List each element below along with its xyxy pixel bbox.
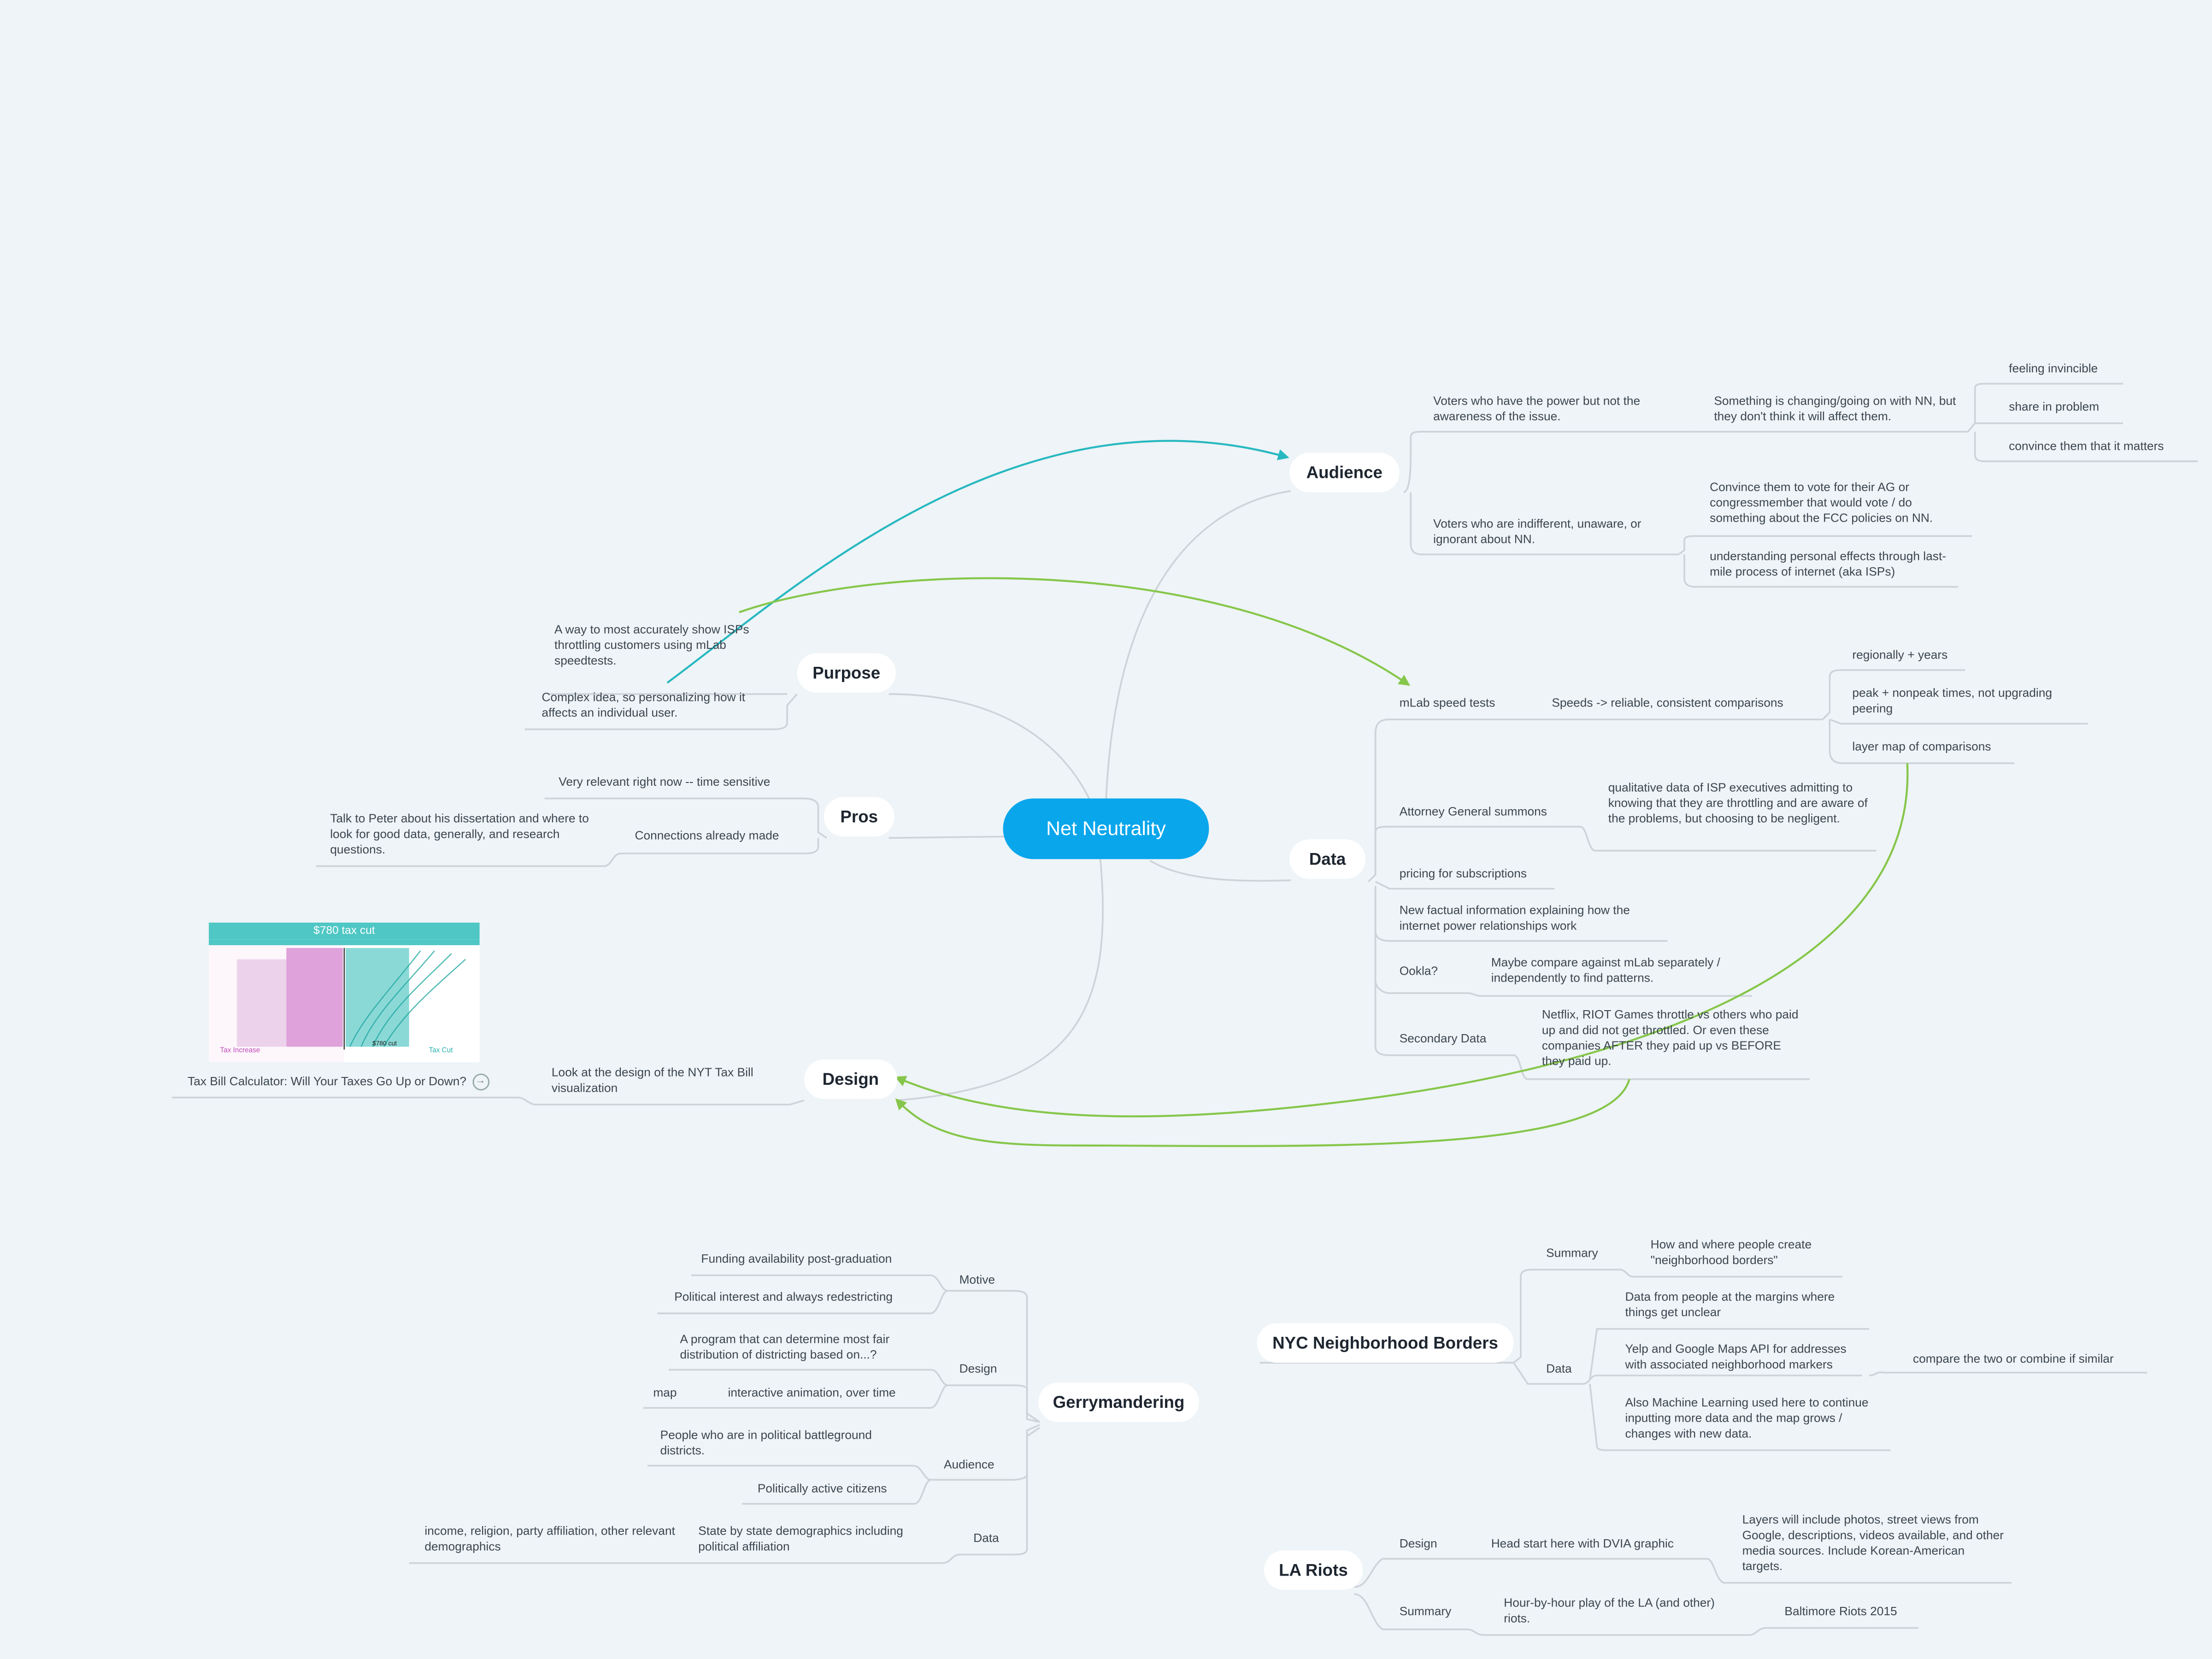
node-ookla-note[interactable]: Maybe compare against mLab separately / … — [1491, 955, 1720, 985]
node-la-head-start[interactable]: Head start here with DVIA graphic — [1491, 1536, 1674, 1551]
node-nyc-ml[interactable]: Also Machine Learning used here to conti… — [1625, 1395, 1869, 1441]
node-gerry-motive[interactable]: Motive — [959, 1272, 995, 1287]
relation-purpose-to-mlab — [739, 577, 1411, 686]
node-gerry-political-interest[interactable]: Political interest and always redestrict… — [674, 1289, 893, 1304]
node-convince-vote[interactable]: Convince them to vote for their AG or co… — [1710, 479, 1933, 525]
node-regionally[interactable]: regionally + years — [1852, 647, 1948, 662]
node-gerry-program[interactable]: A program that can determine most fair d… — [680, 1331, 890, 1362]
topic-gerrymandering[interactable]: Gerrymandering — [1038, 1382, 1200, 1422]
node-ag-summons[interactable]: Attorney General summons — [1399, 804, 1547, 818]
node-mlab[interactable]: mLab speed tests — [1399, 695, 1495, 710]
node-gerry-design[interactable]: Design — [959, 1361, 997, 1376]
node-pros-peter[interactable]: Talk to Peter about his dissertation and… — [330, 811, 589, 857]
node-qualitative[interactable]: qualitative data of ISP executives admit… — [1608, 780, 1868, 825]
node-pros-relevant[interactable]: Very relevant right now -- time sensitiv… — [559, 774, 771, 789]
tax-bill-link-title: Tax Bill Calculator: Will Your Taxes Go … — [188, 1074, 467, 1088]
node-secondary[interactable]: Secondary Data — [1399, 1031, 1487, 1046]
node-gerry-data[interactable]: Data — [973, 1530, 999, 1545]
thumb-right-label: Tax Cut — [429, 1047, 453, 1054]
node-design-look-nyt[interactable]: Look at the design of the NYT Tax Bill v… — [551, 1065, 753, 1095]
node-nyc-how-where[interactable]: How and where people create "neighborhoo… — [1650, 1237, 1812, 1267]
topic-pros[interactable]: Pros — [824, 797, 894, 837]
relation-layer-map-to-design — [894, 763, 1909, 1118]
node-la-hour[interactable]: Hour-by-hour play of the LA (and other) … — [1504, 1595, 1715, 1625]
node-nyc-margins[interactable]: Data from people at the margins where th… — [1625, 1289, 1835, 1319]
topic-data[interactable]: Data — [1289, 839, 1366, 879]
branch-audience — [1105, 490, 1291, 801]
node-peak[interactable]: peak + nonpeak times, not upgrading peer… — [1852, 685, 2053, 716]
node-voters-power[interactable]: Voters who have the power but not the aw… — [1433, 394, 1641, 424]
node-factual[interactable]: New factual information explaining how t… — [1399, 903, 1630, 933]
node-nyc-summary[interactable]: Summary — [1546, 1246, 1598, 1260]
node-gerry-income[interactable]: income, religion, party affiliation, oth… — [424, 1524, 675, 1553]
relation-purpose-to-audience — [666, 440, 1289, 684]
arrow-right-icon[interactable]: → — [472, 1073, 489, 1091]
node-purpose-accurate[interactable]: A way to most accurately show ISPs throt… — [554, 622, 749, 667]
tax-bill-link[interactable]: Tax Bill Calculator: Will Your Taxes Go … — [188, 1073, 489, 1091]
node-gerry-battleground[interactable]: People who are in political battleground… — [660, 1427, 872, 1458]
topic-la-riots[interactable]: LA Riots — [1264, 1550, 1363, 1590]
node-ookla[interactable]: Ookla? — [1399, 963, 1438, 978]
branch-data — [1149, 859, 1291, 882]
node-purpose-complex[interactable]: Complex idea, so personalizing how it af… — [541, 689, 746, 720]
node-nyc-compare[interactable]: compare the two or combine if similar — [1912, 1351, 2114, 1366]
node-la-baltimore[interactable]: Baltimore Riots 2015 — [1784, 1604, 1897, 1618]
node-la-design[interactable]: Design — [1399, 1536, 1437, 1551]
node-nyc-data[interactable]: Data — [1546, 1361, 1572, 1376]
branch-purpose — [888, 693, 1091, 802]
topic-audience[interactable]: Audience — [1289, 453, 1400, 493]
node-pricing[interactable]: pricing for subscriptions — [1399, 866, 1527, 881]
node-la-layers[interactable]: Layers will include photos, street views… — [1742, 1512, 2004, 1573]
node-personal-effects[interactable]: understanding personal effects through l… — [1710, 548, 1947, 579]
thumb-mark-label: $780 cut — [372, 1040, 397, 1047]
branch-design — [897, 859, 1104, 1101]
node-nyc-yelp[interactable]: Yelp and Google Maps API for addresses w… — [1625, 1341, 1847, 1371]
node-voters-indifferent[interactable]: Voters who are indifferent, unaware, or … — [1433, 516, 1641, 546]
topic-design[interactable]: Design — [804, 1059, 897, 1099]
node-feeling-invincible[interactable]: feeling invincible — [2009, 361, 2098, 376]
relation-secondary-to-design — [895, 1079, 1630, 1147]
node-la-summary[interactable]: Summary — [1399, 1604, 1452, 1618]
node-pros-connections[interactable]: Connections already made — [635, 828, 779, 842]
node-something-changing[interactable]: Something is changing/going on with NN, … — [1714, 394, 1956, 424]
node-share-problem[interactable]: share in problem — [2009, 399, 2100, 413]
thumb-left-label: Tax Increase — [220, 1047, 260, 1054]
node-gerry-interactive[interactable]: interactive animation, over time — [728, 1385, 896, 1400]
branch-pros — [888, 835, 1005, 839]
node-layer-map[interactable]: layer map of comparisons — [1852, 739, 1991, 753]
thumb-scatter: Tax Increase Tax Cut $780 cut — [209, 945, 466, 1063]
topic-nyc-neighborhood-borders[interactable]: NYC Neighborhood Borders — [1257, 1323, 1514, 1363]
node-gerry-audience[interactable]: Audience — [943, 1457, 994, 1471]
central-topic[interactable]: Net Neutrality — [1003, 798, 1209, 859]
node-speeds[interactable]: Speeds -> reliable, consistent compariso… — [1552, 695, 1783, 710]
node-gerry-state[interactable]: State by state demographics including po… — [698, 1524, 903, 1553]
node-convince-matters[interactable]: convince them that it matters — [2009, 439, 2164, 453]
node-gerry-funding[interactable]: Funding availability post-graduation — [701, 1251, 892, 1265]
node-secondary-note[interactable]: Netflix, RIOT Games throttle vs others w… — [1541, 1007, 1799, 1068]
topic-purpose[interactable]: Purpose — [797, 653, 896, 693]
thumb-title: $780 tax cut — [209, 923, 480, 940]
node-gerry-map[interactable]: map — [653, 1385, 677, 1400]
node-gerry-active[interactable]: Politically active citizens — [757, 1481, 887, 1495]
nyt-tax-thumbnail[interactable]: $780 tax cut Tax Increase Tax Cut $780 c… — [209, 923, 480, 1063]
